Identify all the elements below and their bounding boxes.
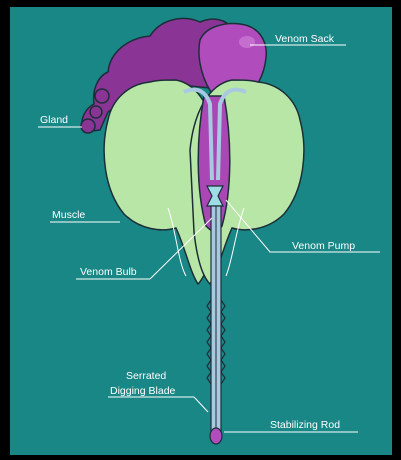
stinger-shaft: [211, 206, 221, 436]
svg-text:Venom Sack: Venom Sack: [275, 33, 335, 45]
svg-text:Serrated: Serrated: [126, 370, 166, 382]
svg-text:Muscle: Muscle: [52, 209, 85, 221]
svg-text:Stabilizing Rod: Stabilizing Rod: [270, 419, 340, 431]
svg-text:Venom Pump: Venom Pump: [292, 240, 355, 252]
svg-text:Gland: Gland: [40, 114, 68, 126]
label-gland: Gland: [38, 114, 82, 127]
label-stabilizing-rod: Stabilizing Rod: [224, 419, 358, 432]
svg-text:Venom Bulb: Venom Bulb: [80, 266, 137, 278]
label-serrated-blade: Serrated Digging Blade: [108, 370, 208, 412]
label-muscle: Muscle: [50, 209, 120, 222]
stinger-tip: [210, 428, 222, 444]
svg-text:Digging Blade: Digging Blade: [110, 385, 176, 397]
